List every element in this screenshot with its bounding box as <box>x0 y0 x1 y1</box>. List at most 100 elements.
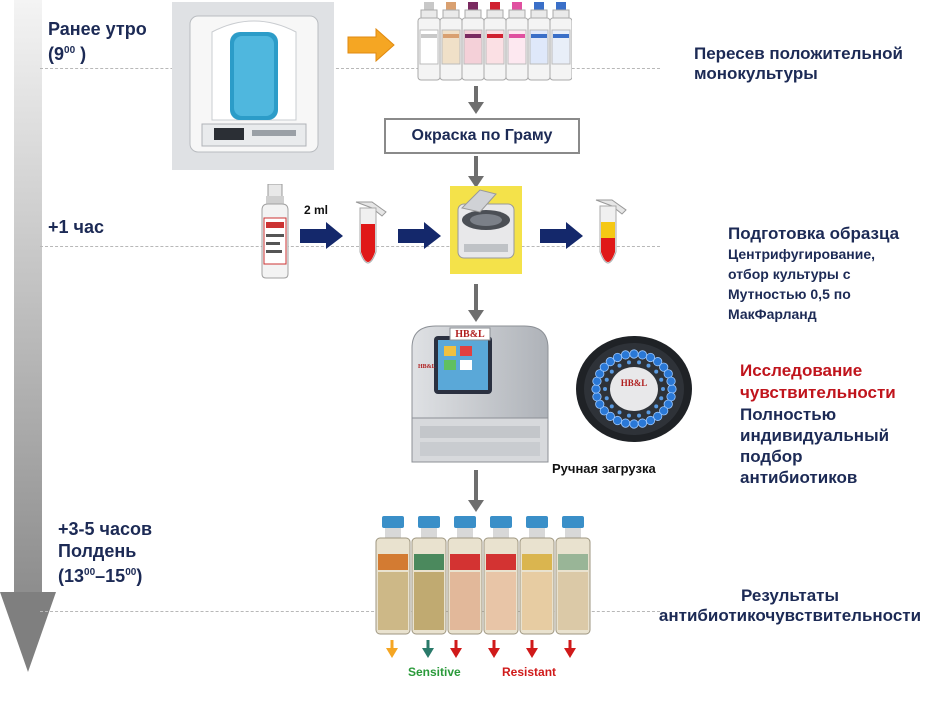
vial-band <box>414 554 444 570</box>
prep-title: Подготовка образца <box>728 224 900 243</box>
carousel-inner-slot <box>617 410 622 415</box>
noon-time: (1300–1500) <box>58 566 143 586</box>
vial-band <box>486 554 516 570</box>
bottle-cap <box>490 2 500 10</box>
bottle-band <box>553 34 569 38</box>
bottle-band <box>465 34 481 38</box>
guide-line-hour <box>40 246 660 247</box>
vial-neck <box>457 528 473 538</box>
prep-desc-4: МакФарланд <box>728 306 817 322</box>
carousel-inner-slot <box>604 396 609 401</box>
vial-cap <box>526 516 548 528</box>
vial-cap <box>490 516 512 528</box>
analyzer-brand-small: HB&L <box>418 364 436 370</box>
carousel-slot <box>666 376 676 386</box>
bottle-cap <box>424 2 434 10</box>
vial-liquid <box>486 572 516 630</box>
bottle-neck <box>508 9 526 19</box>
results-step: Результаты антибиотикочувствительности <box>640 586 940 626</box>
carousel-inner-slot <box>654 369 659 374</box>
navy-arrow-icon <box>300 222 343 249</box>
timeline-plus-hour: +1 час <box>48 217 104 237</box>
carousel-inner-slot <box>646 410 651 415</box>
carousel-slot <box>663 399 673 409</box>
vial-neck <box>493 528 509 538</box>
carousel-inner-slot <box>637 360 642 365</box>
carousel-slot <box>595 369 605 379</box>
down-arrow-icon <box>468 156 484 188</box>
result-arrows <box>386 640 576 658</box>
noon-label: Полдень <box>58 541 137 561</box>
bottle-label <box>463 29 483 65</box>
vial-neck <box>385 528 401 538</box>
bottle-band <box>421 34 437 38</box>
result-arrow-shaft <box>390 640 394 650</box>
carousel-slot <box>667 384 677 394</box>
result-vials <box>375 516 591 635</box>
carousel-inner-slot <box>659 377 664 382</box>
test-tube-red <box>355 201 387 264</box>
carousel-inner-slot <box>654 404 659 409</box>
carousel-inner-slot <box>661 387 665 391</box>
vial-liquid <box>378 572 408 630</box>
sensitivity-desc-3: подбор <box>740 447 803 466</box>
results-line1: Результаты <box>740 586 839 605</box>
carousel-slot <box>592 392 602 402</box>
reseed-line1: Пересев положительной <box>694 44 903 63</box>
timeline-morning: Ранее утро (900 ) <box>48 18 147 65</box>
carousel-slot <box>629 419 639 429</box>
bottle-cap <box>512 2 522 10</box>
vial-liquid <box>522 572 552 630</box>
bottle-label <box>419 29 439 65</box>
result-arrow-shaft <box>492 640 496 650</box>
manual-loading-label: Ручная загрузка <box>552 461 656 476</box>
culture-bottles <box>417 2 572 81</box>
bottle-label <box>507 29 527 65</box>
carousel-inner-slot <box>603 387 607 391</box>
vial-band <box>558 554 588 570</box>
sample-bottle <box>261 184 289 279</box>
morning-time: (900 ) <box>48 44 87 64</box>
vial-liquid <box>558 572 588 630</box>
sensitivity-desc-4: антибиотиков <box>740 468 858 487</box>
morning-label: Ранее утро <box>48 19 147 39</box>
carousel-inner-slot <box>646 363 651 368</box>
bottle-label <box>551 29 571 65</box>
down-arrow-icon <box>468 470 484 512</box>
vial-band <box>378 554 408 570</box>
vial-cap <box>418 516 440 528</box>
test-tube-separated <box>595 199 627 264</box>
gram-stain-box: Окраска по Граму <box>384 118 580 154</box>
guide-line-morning <box>40 68 660 69</box>
bottle-label <box>441 29 461 65</box>
carousel-inner-slot <box>609 369 614 374</box>
centrifuge <box>450 186 522 274</box>
timeline-noon: +3-5 часов Полдень (1300–1500) <box>58 518 152 587</box>
carousel-slot <box>637 418 648 428</box>
sensitive-label: Sensitive <box>408 665 461 679</box>
reseed-step: Пересев положительной монокультуры <box>694 44 903 84</box>
down-arrow-icon <box>468 284 484 322</box>
volume-label: 2 ml <box>304 203 329 217</box>
bottle-band <box>487 34 503 38</box>
results-line2: антибиотикочувствительности <box>658 606 922 625</box>
carousel-slot <box>612 352 623 363</box>
vial-neck <box>565 528 581 538</box>
bottle-neck <box>420 9 438 19</box>
bottle-neck <box>464 9 482 19</box>
hbl-analyzer: HB&L HB&L <box>411 325 549 463</box>
carousel-inner-slot <box>609 404 614 409</box>
result-arrow-head <box>422 648 434 658</box>
carousel-inner-slot <box>626 360 631 365</box>
carousel-inner-slot <box>604 377 609 382</box>
prep-desc-3: Мутностью 0,5 по <box>728 286 851 302</box>
vial-liquid <box>450 572 480 630</box>
result-arrow-head <box>564 648 576 658</box>
bottle-cap <box>446 2 456 10</box>
result-arrow-shaft <box>426 640 430 650</box>
carousel-slot <box>612 415 623 426</box>
vial-band <box>450 554 480 570</box>
sensitivity-title-1: Исследование <box>740 361 863 380</box>
vial-cap <box>382 516 404 528</box>
carousel-slot <box>599 362 609 372</box>
